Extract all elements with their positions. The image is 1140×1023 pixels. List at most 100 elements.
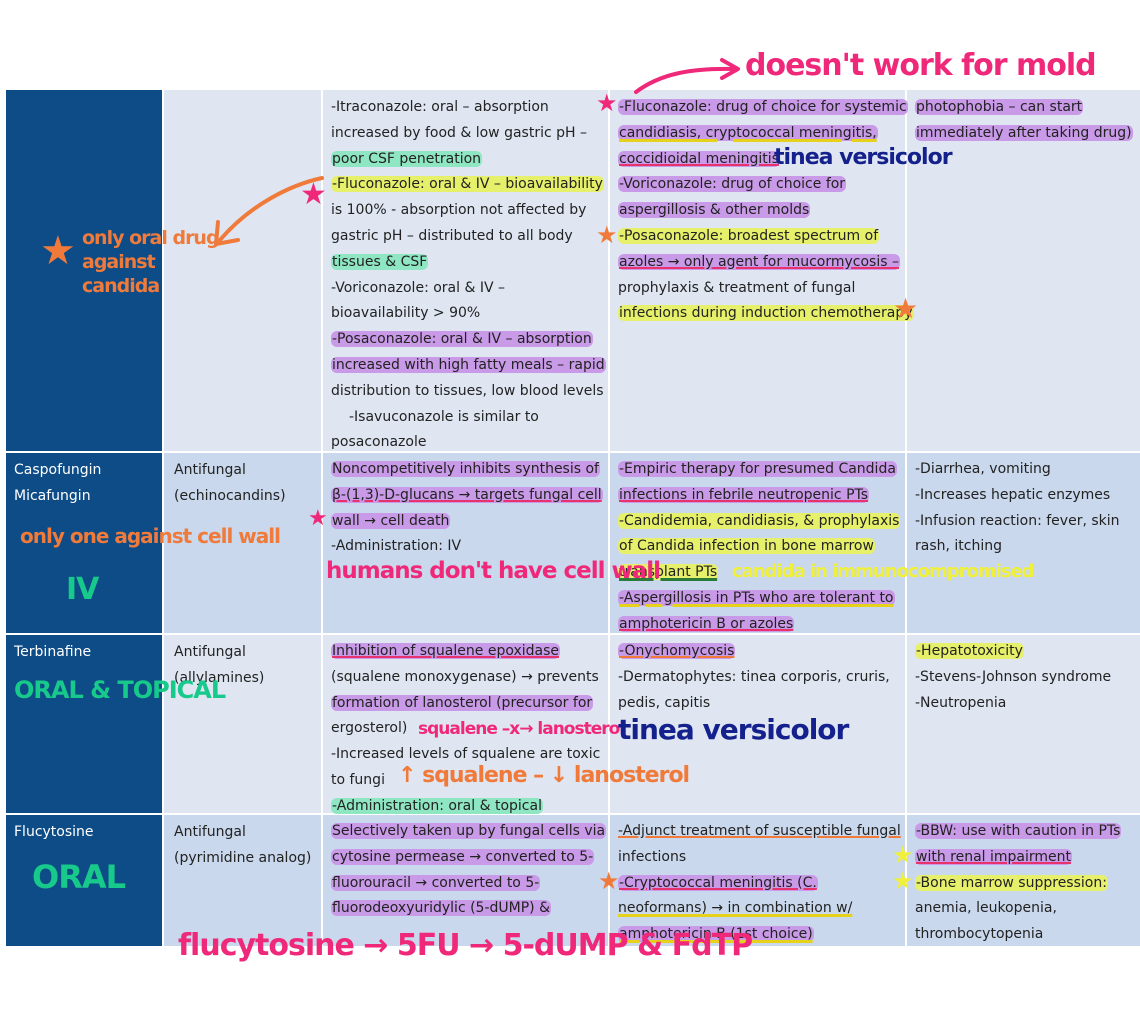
text-line: Noncompetitively inhibits synthesis of	[331, 461, 600, 477]
text-line: -Administration: IV	[331, 538, 462, 555]
star-icon: ★	[893, 292, 919, 325]
text-line: transplant PTs	[618, 564, 719, 581]
text-line: -Voriconazole: oral & IV –	[331, 279, 505, 296]
text-line: aspergillosis & other molds	[618, 202, 811, 219]
text-line: prophylaxis & treatment of fungal	[618, 279, 856, 296]
uses-cell: -Onychomycosis -Dermatophytes: tinea cor…	[610, 636, 905, 716]
table-row	[6, 90, 1140, 452]
text-line: infections	[618, 848, 687, 865]
drug-class: Antifungal	[174, 644, 246, 660]
annotation-candida: only oral drug against candida	[82, 227, 220, 297]
text-line: of Candida infection in bone marrow	[618, 538, 875, 555]
annotation-squalene-lanosterol: ↑ squalene – ↓ lanosterol	[398, 763, 690, 788]
text-line: -Candidemia, candidiasis, & prophylaxis	[618, 512, 901, 529]
text-line: -Empiric therapy for presumed Candida	[618, 461, 897, 477]
text-line: azoles → only agent for mucormycosis –	[618, 253, 900, 270]
star-icon: ★	[596, 221, 618, 249]
text-line: amphotericin B or azoles	[618, 615, 795, 632]
text-line: distribution to tissues, low blood level…	[331, 382, 604, 399]
drug-class: Antifungal	[174, 824, 246, 840]
text-line: amphotericin B (1st choice)	[618, 926, 814, 943]
text-line: anemia, leukopenia,	[915, 900, 1057, 917]
text-line: -Hepatotoxicity	[915, 643, 1024, 659]
mechanism-cell: Selectively taken up by fungal cells via…	[323, 816, 608, 922]
text-line: -Onychomycosis	[618, 643, 736, 659]
annotation-flucytosine: flucytosine → 5FU → 5-dUMP & FdTP	[178, 928, 753, 963]
text-line: cytosine permease → converted to 5-	[331, 848, 595, 865]
text-line: increased by food & low gastric pH –	[331, 124, 587, 141]
drug-name-cell: Terbinafine	[6, 634, 162, 666]
star-icon: ★	[300, 177, 327, 212]
drug-name-cell: Caspofungin Micafungin	[6, 452, 162, 510]
text-line: -Neutropenia	[915, 694, 1007, 711]
annotation-immuno: candida in immunocompromised	[732, 561, 1035, 582]
text-line: to fungi	[331, 771, 385, 788]
text-line: thrombocytopenia	[915, 926, 1044, 943]
class-cell: Antifungal (echinocandins)	[164, 452, 321, 510]
text-line: -Posaconazole: broadest spectrum of	[618, 227, 880, 244]
text-line: formation of lanosterol (precursor for	[331, 694, 594, 711]
text-line: posaconazole	[331, 434, 427, 451]
adverse-cell: -Diarrhea, vomiting -Increases hepatic e…	[907, 454, 1140, 560]
text-line: ergosterol)	[331, 720, 408, 737]
text-line: β-(1,3)-D-glucans → targets fungal cell	[331, 486, 603, 503]
text-line: coccidioidal meningitis	[618, 150, 780, 167]
text-line: fluorodeoxyuridylic (5-dUMP) &	[331, 900, 551, 917]
text-line: Selectively taken up by fungal cells via	[331, 823, 607, 839]
text-line: -Bone marrow suppression:	[915, 874, 1108, 891]
uses-cell: -Adjunct treatment of susceptible fungal…	[610, 816, 905, 948]
text-line: neoformans) → in combination w/	[618, 900, 853, 917]
annotation-cell-wall: only one against cell wall	[20, 524, 281, 548]
text-line: rash, itching	[915, 538, 1003, 555]
drug-name: Micafungin	[14, 487, 91, 504]
drug-class: (echinocandins)	[174, 487, 286, 504]
text-line: -Adjunct treatment of susceptible fungal	[618, 823, 901, 839]
annotation-mold: doesn't work for mold	[745, 48, 1097, 83]
annotation-oral-topical: ORAL & TOPICAL	[14, 676, 226, 704]
annotation-iv: IV	[66, 572, 99, 607]
text-line: -Dermatophytes: tinea corporis, cruris,	[618, 668, 890, 685]
drug-name: Caspofungin	[14, 462, 102, 478]
text-line: -Itraconazole: oral – absorption	[331, 99, 549, 115]
text-line: poor CSF penetration	[331, 150, 483, 167]
text-line: -Fluconazole: oral & IV – bioavailabilit…	[331, 176, 604, 193]
text-line: -Voriconazole: drug of choice for	[618, 176, 847, 193]
text-line: -Posaconazole: oral & IV – absorption	[331, 331, 593, 348]
adverse-cell: -Hepatotoxicity -Stevens-Johnson syndrom…	[907, 636, 1140, 716]
text-line: -Stevens-Johnson syndrome	[915, 668, 1112, 685]
text-line: -Increased levels of squalene are toxic	[331, 746, 601, 763]
adverse-cell: -BBW: use with caution in PTs with renal…	[907, 816, 1140, 948]
class-cell: Antifungal (allylamines)	[164, 634, 321, 692]
text-line: immediately after taking drug)	[915, 124, 1133, 141]
drug-name-cell: Flucytosine	[6, 814, 162, 846]
text-line: -Administration: oral & topical	[331, 797, 543, 814]
table-row	[6, 634, 1140, 814]
adverse-cell: photophobia – can start immediately afte…	[907, 92, 1140, 147]
star-icon: ★	[598, 867, 620, 895]
text-line: gastric pH – distributed to all body	[331, 227, 573, 244]
annotation-tinea: tinea versicolor	[618, 713, 849, 746]
text-line: with renal impairment	[915, 848, 1073, 865]
text-line: infections during induction chemotherapy	[618, 305, 914, 322]
drug-class: Antifungal	[174, 462, 246, 478]
star-icon: ★	[308, 506, 328, 531]
table-row	[6, 452, 1140, 634]
drug-name: Terbinafine	[14, 644, 92, 660]
text-line: increased with high fatty meals – rapid	[331, 356, 606, 373]
text-line: is 100% - absorption not affected by	[331, 202, 587, 219]
text-line: pedis, capitis	[618, 694, 711, 711]
drug-name: Flucytosine	[14, 824, 94, 840]
annotation-tinea: tinea versicolor	[774, 145, 953, 170]
annotation-humans: humans don't have cell wall	[326, 558, 661, 584]
drug-class: (allylamines)	[174, 669, 265, 686]
text-line: wall → cell death	[331, 512, 451, 529]
text-line: -Aspergillosis in PTs who are tolerant t…	[618, 589, 895, 606]
text-line: -Infusion reaction: fever, skin	[915, 512, 1120, 529]
mechanism-cell: Noncompetitively inhibits synthesis of β…	[323, 454, 608, 560]
text-line: -Isavuconazole is similar to	[349, 408, 539, 425]
text-line: candidiasis, cryptococcal meningitis,	[618, 124, 878, 141]
uses-cell: -Fluconazole: drug of choice for systemi…	[610, 92, 914, 327]
text-line: photophobia – can start	[915, 99, 1084, 115]
mechanism-cell: Inhibition of squalene epoxidase (squale…	[323, 636, 608, 820]
